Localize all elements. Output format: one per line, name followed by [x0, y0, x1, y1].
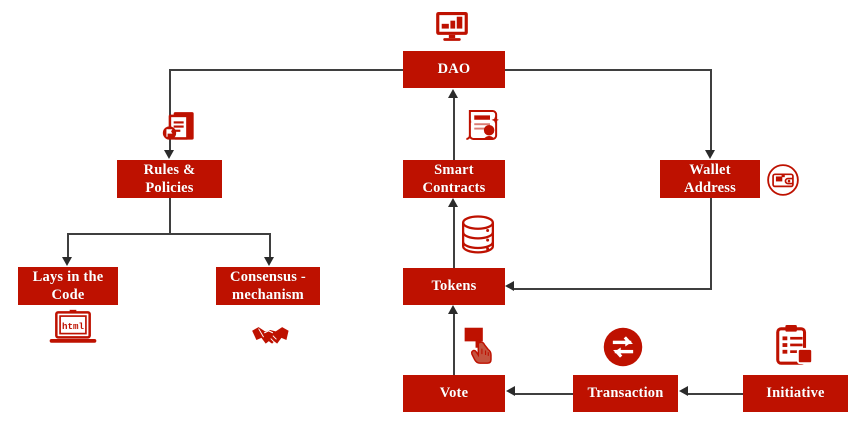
monitor-dashboard-icon: [433, 8, 471, 46]
arrowhead-rules: [164, 150, 174, 159]
html-tag-label: html: [62, 321, 84, 332]
clipboard-list-icon: [772, 323, 816, 369]
edge-vote-to-tokens: [453, 313, 455, 375]
arrowhead-tokens-right: [505, 281, 514, 291]
edge-dao-to-rules-vertical: [169, 69, 171, 151]
wallet-card-icon: [766, 163, 800, 197]
arrowhead-vote: [506, 386, 515, 396]
arrowhead-lays: [62, 257, 72, 266]
node-rules-and-policies-label: Rules &Policies: [143, 161, 196, 196]
edge-wallet-to-tokens-horizontal: [514, 288, 712, 290]
node-consensus-mechanism[interactable]: Consensus -mechanism: [216, 267, 320, 305]
hand-click-vote-icon: [462, 325, 500, 365]
arrowhead-smart: [448, 198, 458, 207]
edge-initiative-to-transaction: [688, 393, 744, 395]
edge-wallet-to-tokens-vertical: [710, 198, 712, 289]
edge-dao-to-wallet-vertical: [710, 69, 712, 151]
edge-rules-split-bar: [67, 233, 271, 235]
edge-tokens-to-smart: [453, 206, 455, 268]
handshake-icon: [250, 318, 290, 352]
node-transaction-label: Transaction: [587, 385, 664, 402]
node-initiative[interactable]: Initiative: [743, 375, 848, 412]
edge-smart-to-dao: [453, 97, 455, 160]
laptop-html-icon: html: [46, 309, 100, 349]
arrowhead-consensus: [264, 257, 274, 266]
contract-scroll-icon: [462, 104, 504, 146]
node-initiative-label: Initiative: [766, 385, 825, 402]
edge-dao-to-wallet-horizontal: [504, 69, 711, 71]
node-tokens-label: Tokens: [431, 278, 477, 295]
edge-transaction-to-vote: [515, 393, 574, 395]
node-rules-and-policies[interactable]: Rules &Policies: [117, 160, 222, 198]
node-vote-label: Vote: [439, 385, 469, 402]
node-tokens[interactable]: Tokens: [403, 268, 505, 305]
node-consensus-mechanism-label: Consensus -mechanism: [230, 268, 306, 303]
edge-rules-to-consensus: [269, 233, 271, 258]
node-dao[interactable]: DAO: [403, 51, 505, 88]
node-vote[interactable]: Vote: [403, 375, 505, 412]
edge-rules-stem: [169, 198, 171, 234]
policy-book-icon: [162, 108, 202, 148]
node-transaction[interactable]: Transaction: [573, 375, 678, 412]
arrowhead-tokens: [448, 305, 458, 314]
arrowhead-dao: [448, 89, 458, 98]
database-coins-icon: [458, 213, 498, 255]
exchange-circle-icon: [601, 325, 645, 369]
arrowhead-wallet: [705, 150, 715, 159]
node-dao-label: DAO: [437, 61, 471, 78]
edge-rules-to-lays: [67, 233, 69, 258]
arrowhead-transaction: [679, 386, 688, 396]
edge-dao-to-rules-horizontal: [169, 69, 405, 71]
